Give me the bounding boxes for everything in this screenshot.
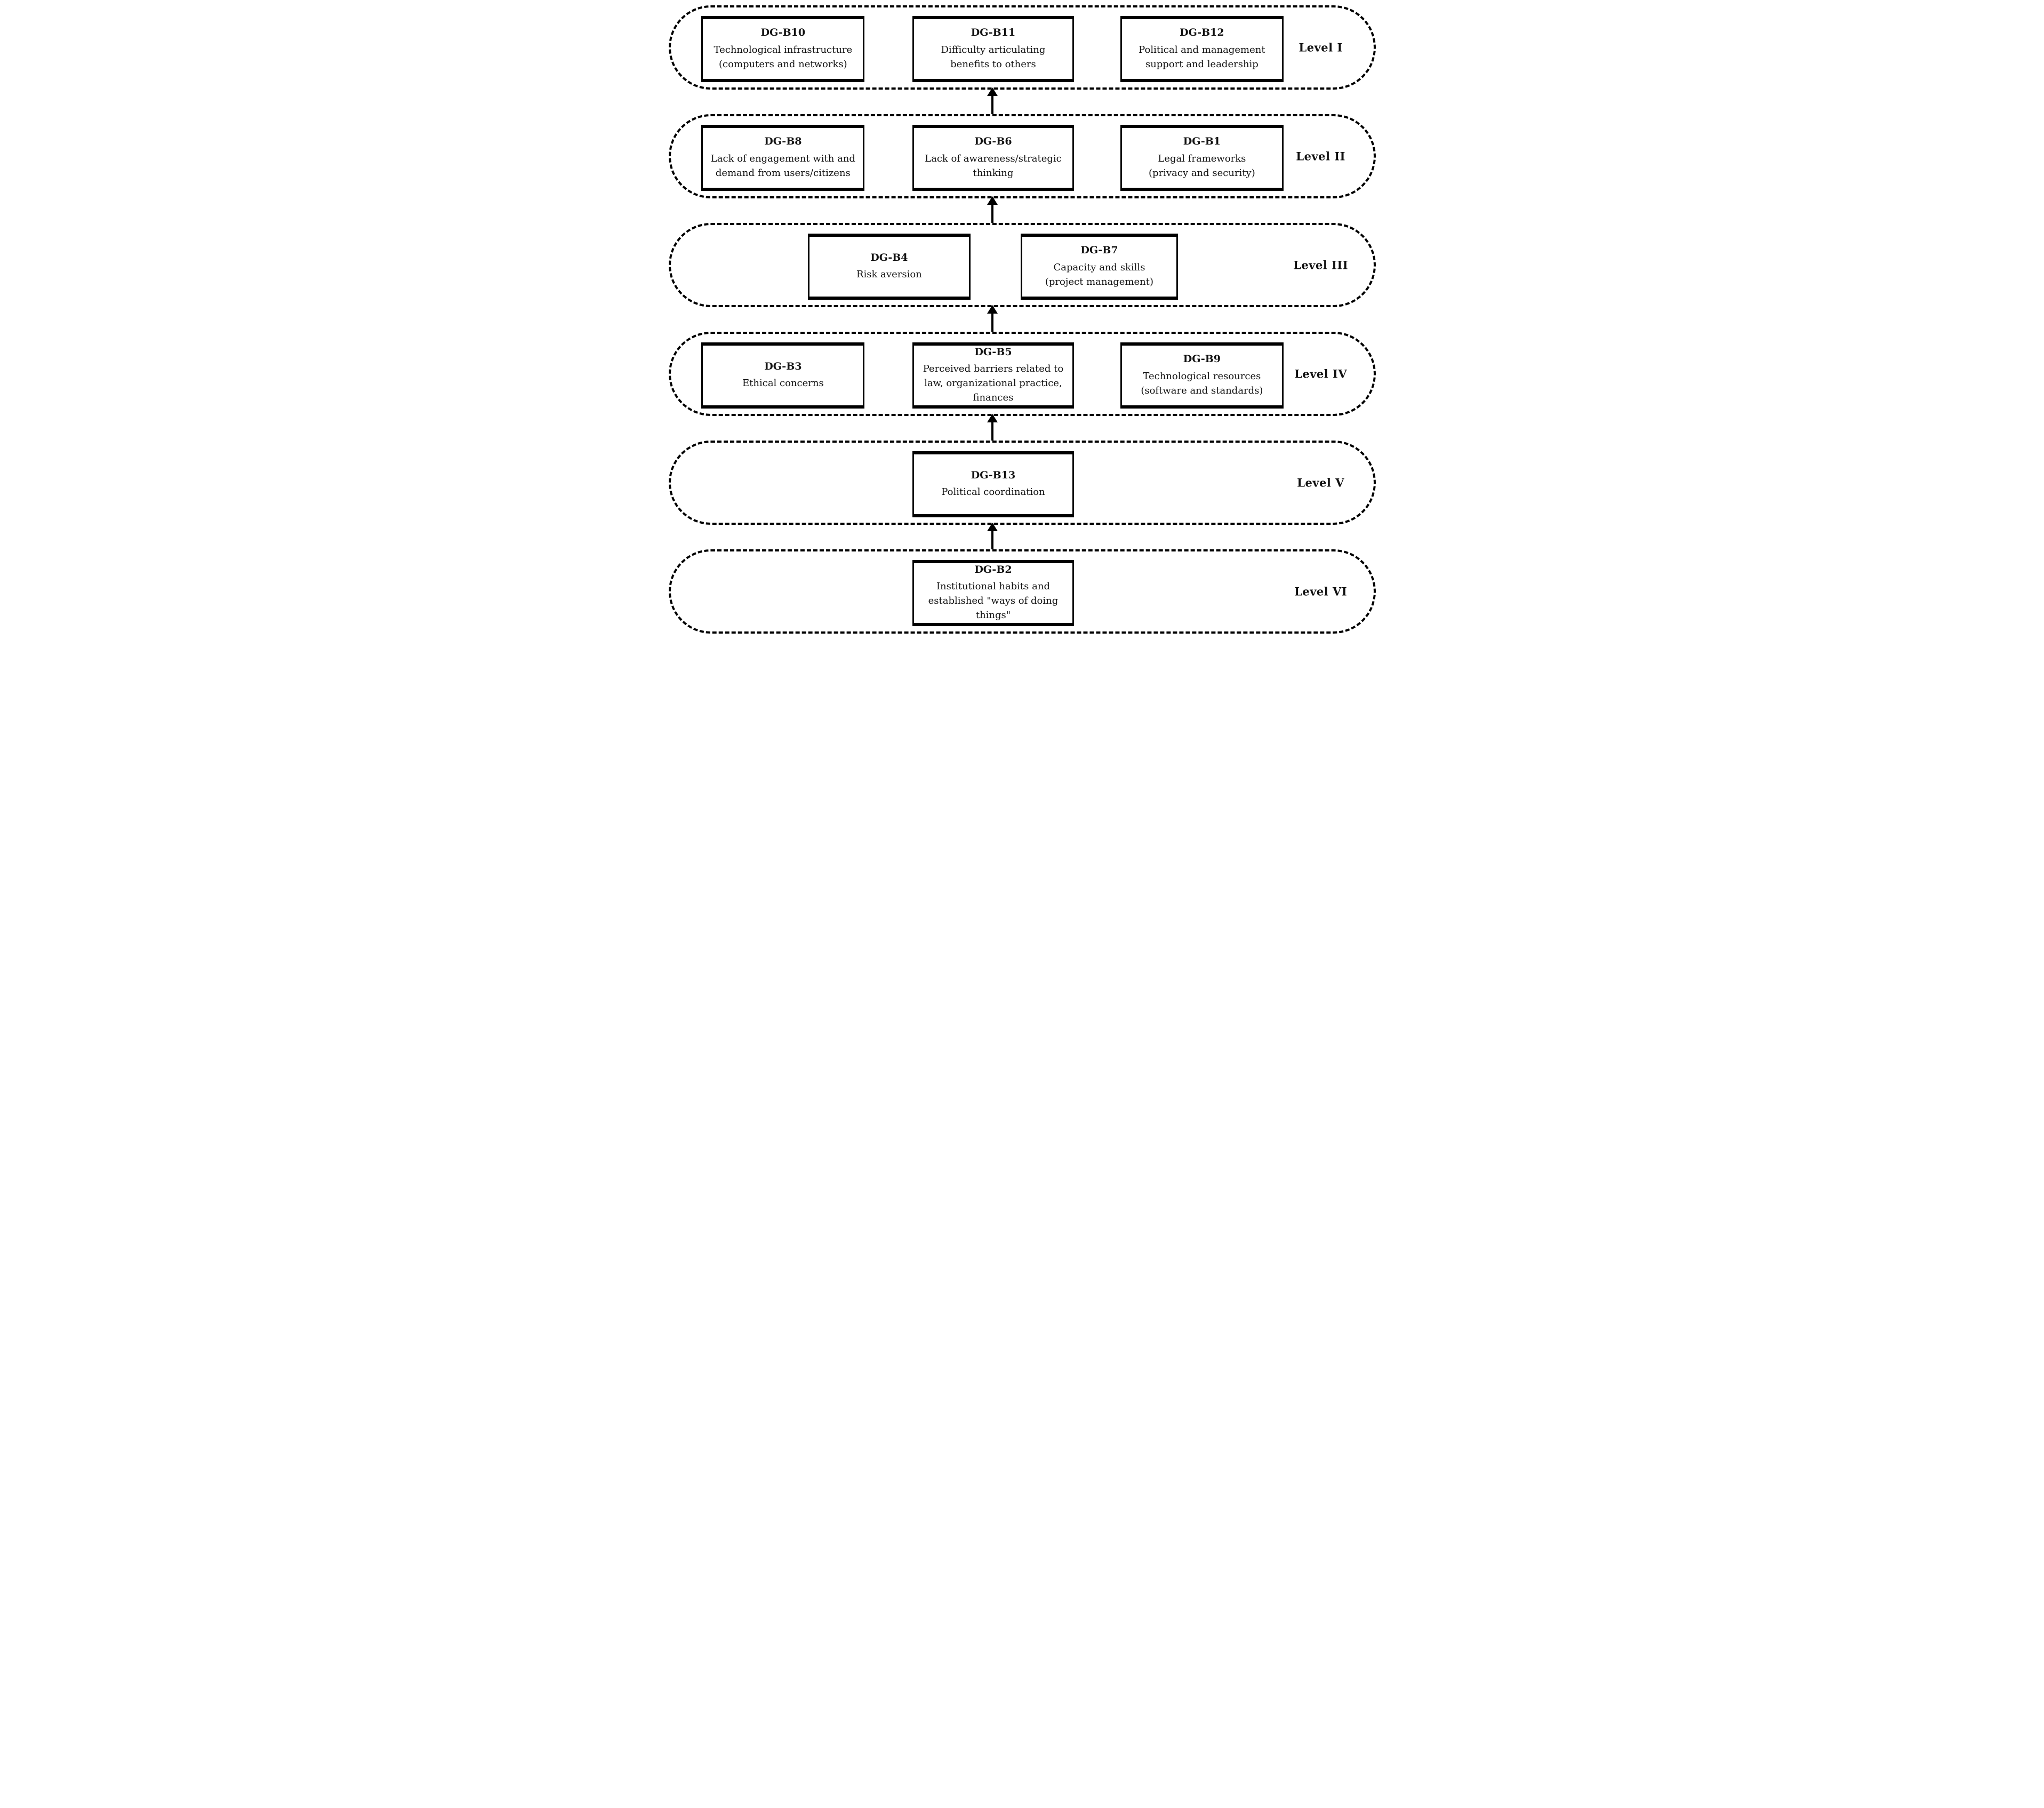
box-description: Lack of engagement with and demand from …	[710, 153, 855, 179]
box-code: DG-B5	[974, 346, 1012, 358]
level-3-label: Level III	[1293, 258, 1349, 272]
barrier-levels-diagram: DG-B10 Technological infrastructure (com…	[664, 0, 1380, 640]
box-dg-b12: DG-B12 Political and management support …	[1120, 16, 1284, 82]
box-dg-b4: DG-B4 Risk aversion	[807, 234, 971, 300]
box-description: Risk aversion	[856, 269, 922, 281]
arrow-stem	[991, 203, 994, 225]
arrow-stem	[991, 312, 994, 334]
up-arrow-level3-to-level2	[987, 196, 998, 225]
box-description: Technological infrastructure (computers …	[714, 44, 853, 70]
box-code: DG-B9	[1183, 353, 1221, 365]
level-1-band: DG-B10 Technological infrastructure (com…	[668, 5, 1376, 90]
box-code: DG-B13	[971, 469, 1016, 481]
level-4-label: Level IV	[1294, 367, 1348, 381]
box-description: Technological resources (software and st…	[1141, 370, 1263, 396]
level-6-band: DG-B2 Institutional habits and establish…	[668, 549, 1376, 634]
box-description: Ethical concerns	[742, 378, 824, 389]
arrow-stem	[991, 94, 994, 116]
box-code: DG-B7	[1080, 244, 1118, 257]
box-description: Perceived barriers related to law, organ…	[923, 363, 1064, 404]
box-description: Institutional habits and established "wa…	[928, 581, 1059, 621]
box-code: DG-B8	[764, 135, 802, 148]
up-arrow-level4-to-level3	[987, 305, 998, 334]
box-code: DG-B6	[974, 135, 1012, 148]
level-2-band: DG-B8 Lack of engagement with and demand…	[668, 114, 1376, 198]
box-description: Capacity and skills (project management)	[1045, 261, 1154, 287]
box-code: DG-B11	[971, 27, 1016, 39]
box-description: Difficulty articulating benefits to othe…	[941, 44, 1046, 70]
level-3-band: DG-B4 Risk aversion DG-B7 Capacity and s…	[668, 223, 1376, 307]
arrow-head-icon	[987, 414, 998, 422]
box-code: DG-B4	[870, 251, 908, 263]
box-code: DG-B12	[1180, 27, 1224, 39]
box-code: DG-B3	[764, 360, 802, 372]
arrow-head-icon	[987, 87, 998, 96]
level-2-label: Level II	[1296, 149, 1345, 163]
level-5-band: DG-B13 Political coordination Level V	[668, 441, 1376, 525]
box-description: Legal frameworks (privacy and security)	[1149, 153, 1255, 179]
level-4-band: DG-B3 Ethical concerns DG-B5 Perceived b…	[668, 332, 1376, 416]
level-6-label: Level VI	[1294, 585, 1348, 598]
box-code: DG-B10	[760, 27, 806, 39]
box-dg-b7: DG-B7 Capacity and skills (project manag…	[1020, 234, 1179, 300]
box-code: DG-B1	[1183, 135, 1221, 148]
box-dg-b6: DG-B6 Lack of awareness/strategic thinki…	[912, 125, 1075, 191]
box-dg-b1: DG-B1 Legal frameworks (privacy and secu…	[1120, 125, 1284, 191]
box-dg-b3: DG-B3 Ethical concerns	[701, 342, 865, 409]
box-description: Political coordination	[941, 486, 1045, 498]
arrow-stem	[991, 421, 994, 443]
arrow-head-icon	[987, 196, 998, 205]
box-dg-b9: DG-B9 Technological resources (software …	[1120, 342, 1284, 409]
box-description: Political and management support and lea…	[1139, 44, 1265, 70]
arrow-stem	[991, 530, 994, 551]
level-1-label: Level I	[1298, 41, 1343, 54]
level-5-label: Level V	[1297, 476, 1345, 490]
box-dg-b8: DG-B8 Lack of engagement with and demand…	[701, 125, 865, 191]
box-dg-b11: DG-B11 Difficulty articulating benefits …	[912, 16, 1075, 82]
box-dg-b10: DG-B10 Technological infrastructure (com…	[701, 16, 865, 82]
up-arrow-level5-to-level4	[987, 414, 998, 443]
box-description: Lack of awareness/strategic thinking	[925, 153, 1062, 179]
up-arrow-level2-to-level1	[987, 87, 998, 116]
box-dg-b13: DG-B13 Political coordination	[912, 451, 1075, 517]
box-dg-b2: DG-B2 Institutional habits and establish…	[912, 560, 1075, 626]
arrow-head-icon	[987, 305, 998, 314]
up-arrow-level6-to-level5	[987, 523, 998, 551]
box-dg-b5: DG-B5 Perceived barriers related to law,…	[912, 342, 1075, 409]
box-code: DG-B2	[974, 563, 1012, 575]
arrow-head-icon	[987, 523, 998, 531]
